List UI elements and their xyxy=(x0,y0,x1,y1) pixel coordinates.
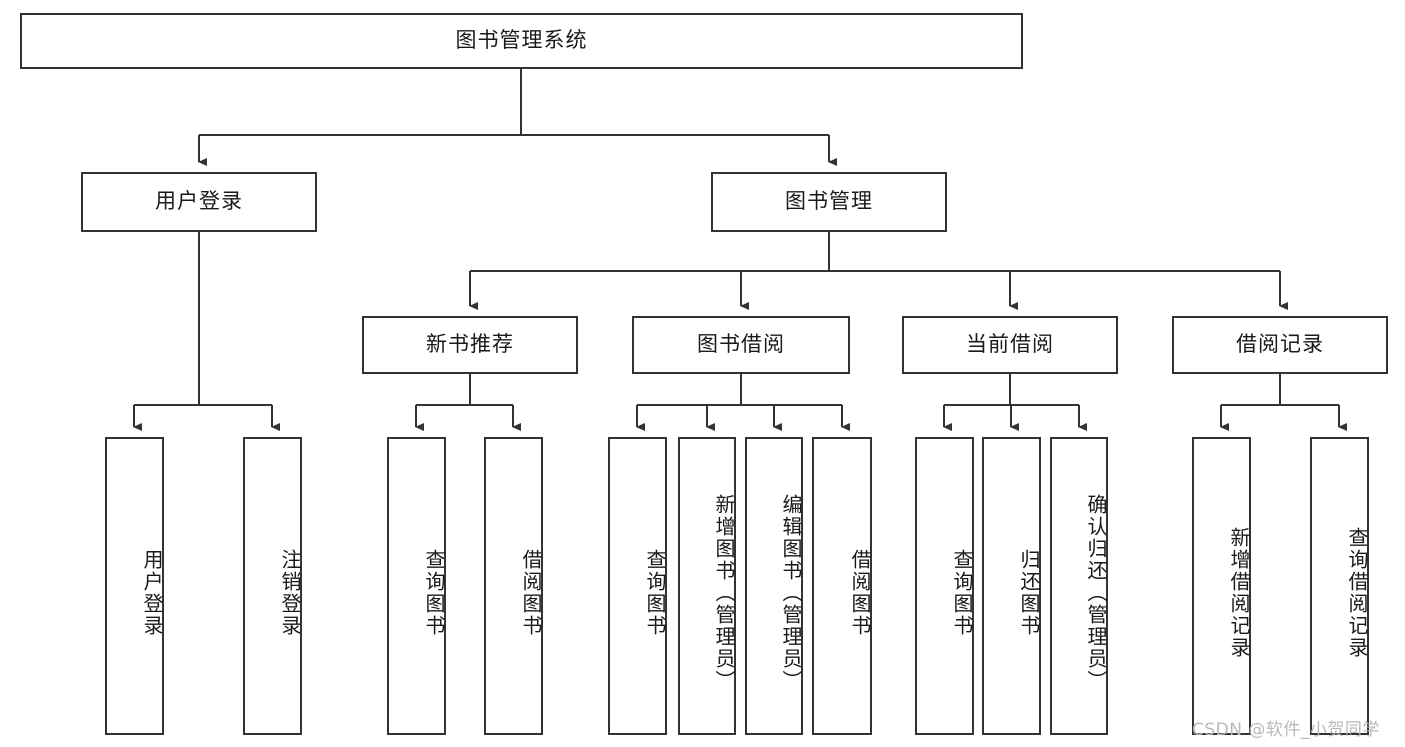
node-leaf-rec-add-label: 新增借阅记录 xyxy=(1227,527,1251,659)
node-leaf-rec-query[interactable]: 查询图书 xyxy=(387,437,446,735)
node-root[interactable]: 图书管理系统 xyxy=(20,13,1023,69)
csdn-watermark: CSDN @软件_小贺同学 xyxy=(1192,720,1380,740)
node-leaf-cur-return[interactable]: 归还图书 xyxy=(982,437,1041,735)
node-leaf-borrow-add-label: 新增图书（管理员） xyxy=(712,494,736,692)
node-leaf-user-logout[interactable]: 注销登录 xyxy=(243,437,302,735)
node-current-borrow-label: 当前借阅 xyxy=(966,332,1054,357)
node-leaf-borrow-do-label: 借阅图书 xyxy=(848,549,872,637)
node-new-book-rec[interactable]: 新书推荐 xyxy=(362,316,578,374)
node-leaf-rec-query2-label: 查询借阅记录 xyxy=(1345,527,1369,659)
node-leaf-rec-query2[interactable]: 查询借阅记录 xyxy=(1310,437,1369,735)
node-leaf-cur-confirm[interactable]: 确认归还（管理员） xyxy=(1050,437,1108,735)
node-borrow-record-label: 借阅记录 xyxy=(1236,332,1324,357)
node-leaf-borrow-query-label: 查询图书 xyxy=(643,549,667,637)
node-leaf-user-login[interactable]: 用户登录 xyxy=(105,437,164,735)
node-leaf-borrow-do[interactable]: 借阅图书 xyxy=(812,437,872,735)
node-leaf-user-logout-label: 注销登录 xyxy=(278,549,302,637)
node-root-label: 图书管理系统 xyxy=(455,28,588,53)
node-leaf-rec-query-label: 查询图书 xyxy=(422,549,446,637)
node-leaf-cur-return-label: 归还图书 xyxy=(1017,549,1041,637)
node-leaf-user-login-label: 用户登录 xyxy=(140,549,164,637)
node-leaf-borrow-edit[interactable]: 编辑图书（管理员） xyxy=(745,437,803,735)
node-leaf-borrow-add[interactable]: 新增图书（管理员） xyxy=(678,437,736,735)
node-book-manage-label: 图书管理 xyxy=(785,189,873,214)
node-leaf-borrow-edit-label: 编辑图书（管理员） xyxy=(779,494,803,692)
node-leaf-cur-confirm-label: 确认归还（管理员） xyxy=(1084,494,1108,692)
node-borrow-record[interactable]: 借阅记录 xyxy=(1172,316,1388,374)
node-leaf-cur-query-label: 查询图书 xyxy=(950,549,974,637)
node-user-login-label: 用户登录 xyxy=(155,189,243,214)
node-current-borrow[interactable]: 当前借阅 xyxy=(902,316,1118,374)
node-leaf-rec-add[interactable]: 新增借阅记录 xyxy=(1192,437,1251,735)
node-leaf-rec-borrow-label: 借阅图书 xyxy=(519,549,543,637)
node-leaf-rec-borrow[interactable]: 借阅图书 xyxy=(484,437,543,735)
node-book-borrow-label: 图书借阅 xyxy=(697,332,785,357)
node-book-manage[interactable]: 图书管理 xyxy=(711,172,947,232)
node-leaf-borrow-query[interactable]: 查询图书 xyxy=(608,437,667,735)
node-user-login[interactable]: 用户登录 xyxy=(81,172,317,232)
node-leaf-cur-query[interactable]: 查询图书 xyxy=(915,437,974,735)
node-new-book-rec-label: 新书推荐 xyxy=(426,332,514,357)
node-book-borrow[interactable]: 图书借阅 xyxy=(632,316,850,374)
